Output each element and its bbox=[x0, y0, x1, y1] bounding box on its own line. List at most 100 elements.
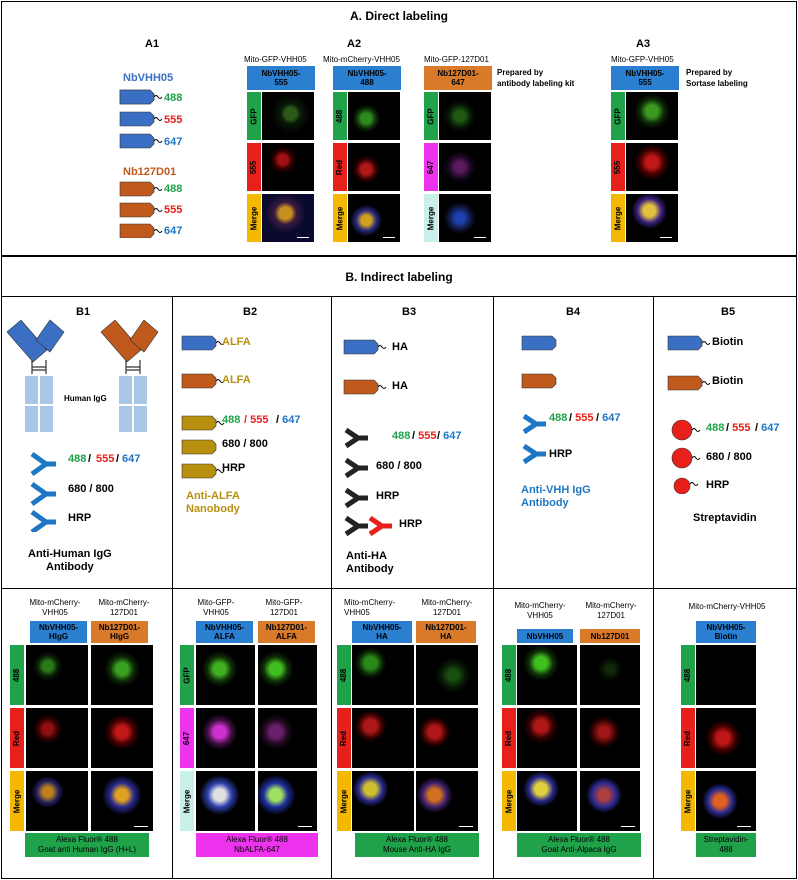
igg-left bbox=[6, 319, 65, 432]
a2-col2-488-image bbox=[348, 92, 400, 140]
a2-col1-header: NbVHH05- 555 bbox=[247, 66, 315, 90]
b1-human-igg-label: Human IgG bbox=[64, 394, 107, 403]
b3-caption: Alexa Fluor® 488 Mouse Anti-HA IgG bbox=[355, 833, 479, 857]
b-header-divider bbox=[1, 296, 797, 297]
b2-f2: / 555 bbox=[244, 414, 269, 426]
a3-note: Prepared by Sortase labeling bbox=[686, 68, 748, 88]
b3-top1: Mito-mCherry- VHH05 bbox=[344, 598, 396, 617]
b1-f3: 647 bbox=[122, 453, 141, 465]
b3-hrp-2: HRP bbox=[399, 518, 423, 530]
a3-gfp-image bbox=[626, 92, 678, 140]
b2-header1: NbVHH05- ALFA bbox=[196, 621, 253, 643]
a3-header: NbVHH05- 555 bbox=[611, 66, 679, 90]
b1-r3c2 bbox=[91, 771, 153, 831]
b5-f2: / 555 bbox=[726, 422, 751, 434]
b1-f1: 488 bbox=[68, 453, 87, 465]
b1-row1-side: 488 bbox=[10, 645, 24, 705]
a2-col2-row3-side: Merge bbox=[333, 194, 347, 242]
b2-r3c2 bbox=[258, 771, 317, 831]
a1-nb2-label: Nb127D01 bbox=[123, 166, 177, 178]
b-col-divider-1 bbox=[172, 296, 173, 879]
a2-note: Prepared by antibody labeling kit bbox=[497, 68, 575, 88]
b5-diagram bbox=[667, 335, 711, 494]
b5-row1-side: 488 bbox=[681, 645, 695, 705]
a2-col2-red-image bbox=[348, 143, 400, 191]
b3-hrp-1: HRP bbox=[376, 490, 400, 502]
b4-r3c2 bbox=[580, 771, 640, 831]
b1-sep1: / bbox=[88, 453, 92, 465]
a1-blue-nanobody-2 bbox=[119, 111, 163, 127]
b5-biotin-2: Biotin bbox=[712, 375, 744, 387]
b2-alfa-2: ALFA bbox=[222, 374, 251, 386]
b2-f1: 488 bbox=[222, 414, 241, 426]
b1-header2: Nb127D01- HIgG bbox=[91, 621, 148, 643]
b2-caption: Alexa Fluor® 488 NbALFA-647 bbox=[196, 833, 318, 857]
b5-r2c1 bbox=[696, 708, 756, 768]
b1-caption: Alexa Fluor® 488 Goat anti Human IgG (H+… bbox=[25, 833, 149, 857]
b1-top1: Mito-mCherry- VHH05 bbox=[29, 598, 81, 617]
b-col-divider-3 bbox=[493, 296, 494, 879]
a2-col2-scale-bar bbox=[383, 237, 395, 238]
b2-r1c1 bbox=[196, 645, 255, 705]
a2-col2-top: Mito-mCherry-VHH05 bbox=[323, 55, 400, 64]
b1-f680: 680 / 800 bbox=[68, 483, 114, 495]
a1-label: A1 bbox=[145, 38, 160, 50]
b3-f680: 680 / 800 bbox=[376, 460, 422, 472]
section-a-title: A. Direct labeling bbox=[349, 9, 449, 23]
section-b-title: B. Indirect labeling bbox=[345, 270, 453, 284]
b3-r1c2 bbox=[416, 645, 478, 705]
b2-row2-side: 647 bbox=[180, 708, 194, 768]
b2-scale bbox=[298, 826, 312, 827]
a1-f555-2: 555 bbox=[164, 204, 183, 216]
b1-r1c1 bbox=[26, 645, 88, 705]
a2-col3-647-image bbox=[439, 143, 491, 191]
a2-col1-row2-side: 555 bbox=[247, 143, 261, 191]
b-col-divider-4 bbox=[653, 296, 654, 879]
b4-top2: Mito-mCherry- 127D01 bbox=[585, 601, 637, 620]
b3-row2-side: Red bbox=[337, 708, 351, 768]
b1-row2-side: Red bbox=[10, 708, 24, 768]
b5-f1: 488 bbox=[706, 422, 725, 434]
b4-f2: / 555 bbox=[569, 412, 594, 424]
b3-name: Anti-HA Antibody bbox=[346, 550, 394, 575]
b4-caption: Alexa Fluor® 488 Goat Anti-Alpaca IgG bbox=[517, 833, 641, 857]
b3-header2: Nb127D01- HA bbox=[416, 621, 476, 643]
a2-col2-row2-side: Red bbox=[333, 143, 347, 191]
b-col-divider-2 bbox=[331, 296, 332, 879]
b4-r2c2 bbox=[580, 708, 640, 768]
b4-r1c1 bbox=[517, 645, 577, 705]
a2-col1-gfp-image bbox=[262, 92, 314, 140]
b4-header1: NbVHH05 bbox=[517, 629, 573, 643]
b-row-divider bbox=[1, 588, 797, 589]
b1-label: B1 bbox=[76, 306, 91, 318]
b3-row1-side: 488 bbox=[337, 645, 351, 705]
b3-ha-1: HA bbox=[392, 341, 408, 353]
a3-merge-image bbox=[626, 194, 678, 242]
b1-r2c1 bbox=[26, 708, 88, 768]
igg-right bbox=[100, 319, 159, 432]
a2-col3-gfp-image bbox=[439, 92, 491, 140]
b1-sep2: / bbox=[116, 453, 120, 465]
a1-f647-2: 647 bbox=[164, 225, 183, 237]
b4-row1-side: 488 bbox=[502, 645, 516, 705]
b1-name: Anti-Human IgG Antibody bbox=[28, 548, 112, 573]
b1-top2: Mito-mCherry- 127D01 bbox=[98, 598, 150, 617]
b5-row3-side: Merge bbox=[681, 771, 695, 831]
a1-f488-2: 488 bbox=[164, 183, 183, 195]
b2-r2c1 bbox=[196, 708, 255, 768]
b5-top1: Mito-mCherry-VHH05 bbox=[688, 602, 766, 611]
a2-col2-merge-image bbox=[348, 194, 400, 242]
a1-f647-1: 647 bbox=[164, 136, 183, 148]
b1-r1c2 bbox=[91, 645, 153, 705]
b2-alfa-1: ALFA bbox=[222, 336, 251, 348]
a2-col3-header: Nb127D01- 647 bbox=[424, 66, 492, 90]
b1-human-igg-diagram bbox=[6, 319, 159, 432]
a2-col1-555-image bbox=[262, 143, 314, 191]
b2-top2: Mito-GFP- 127D01 bbox=[265, 598, 303, 617]
b5-f680: 680 / 800 bbox=[706, 451, 752, 463]
b1-scale bbox=[134, 826, 148, 827]
a3-row1-side: GFP bbox=[611, 92, 625, 140]
b5-hrp: HRP bbox=[706, 479, 730, 491]
b1-f2: 555 bbox=[96, 453, 115, 465]
a1-blue-nanobody-3 bbox=[119, 133, 163, 149]
